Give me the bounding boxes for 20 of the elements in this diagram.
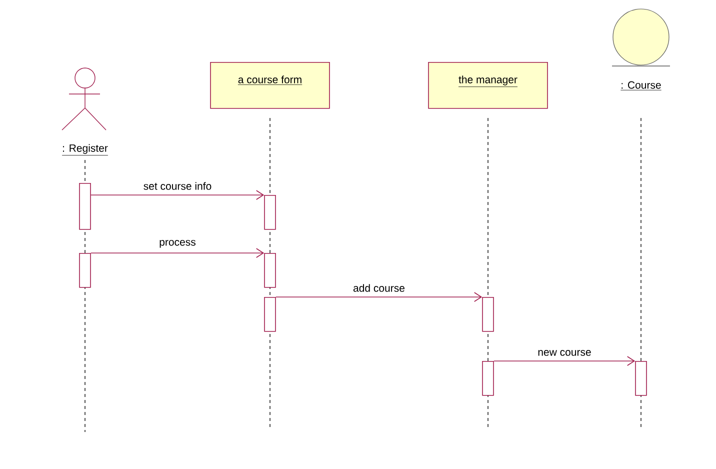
message-label: add course xyxy=(353,284,404,292)
activation-bar xyxy=(264,195,276,230)
message-arrow xyxy=(90,248,264,258)
activation-bar xyxy=(264,297,276,332)
message-label: set course info xyxy=(144,182,212,190)
activation-bar xyxy=(482,361,494,396)
entity-label: : Course xyxy=(620,81,662,90)
activation-bar xyxy=(79,183,91,230)
message-arrow xyxy=(494,356,636,366)
activation-bar xyxy=(482,297,494,332)
message-label: process xyxy=(160,240,196,248)
message-arrow xyxy=(276,292,482,302)
object-box: the manager xyxy=(428,62,548,109)
actor-label: : Register xyxy=(62,144,108,156)
message-arrow xyxy=(90,190,264,200)
activation-bar xyxy=(635,361,647,396)
object-box: a course form xyxy=(210,62,330,109)
activation-bar xyxy=(79,253,91,288)
activation-bar xyxy=(264,253,276,288)
message-label: new course xyxy=(538,350,591,356)
